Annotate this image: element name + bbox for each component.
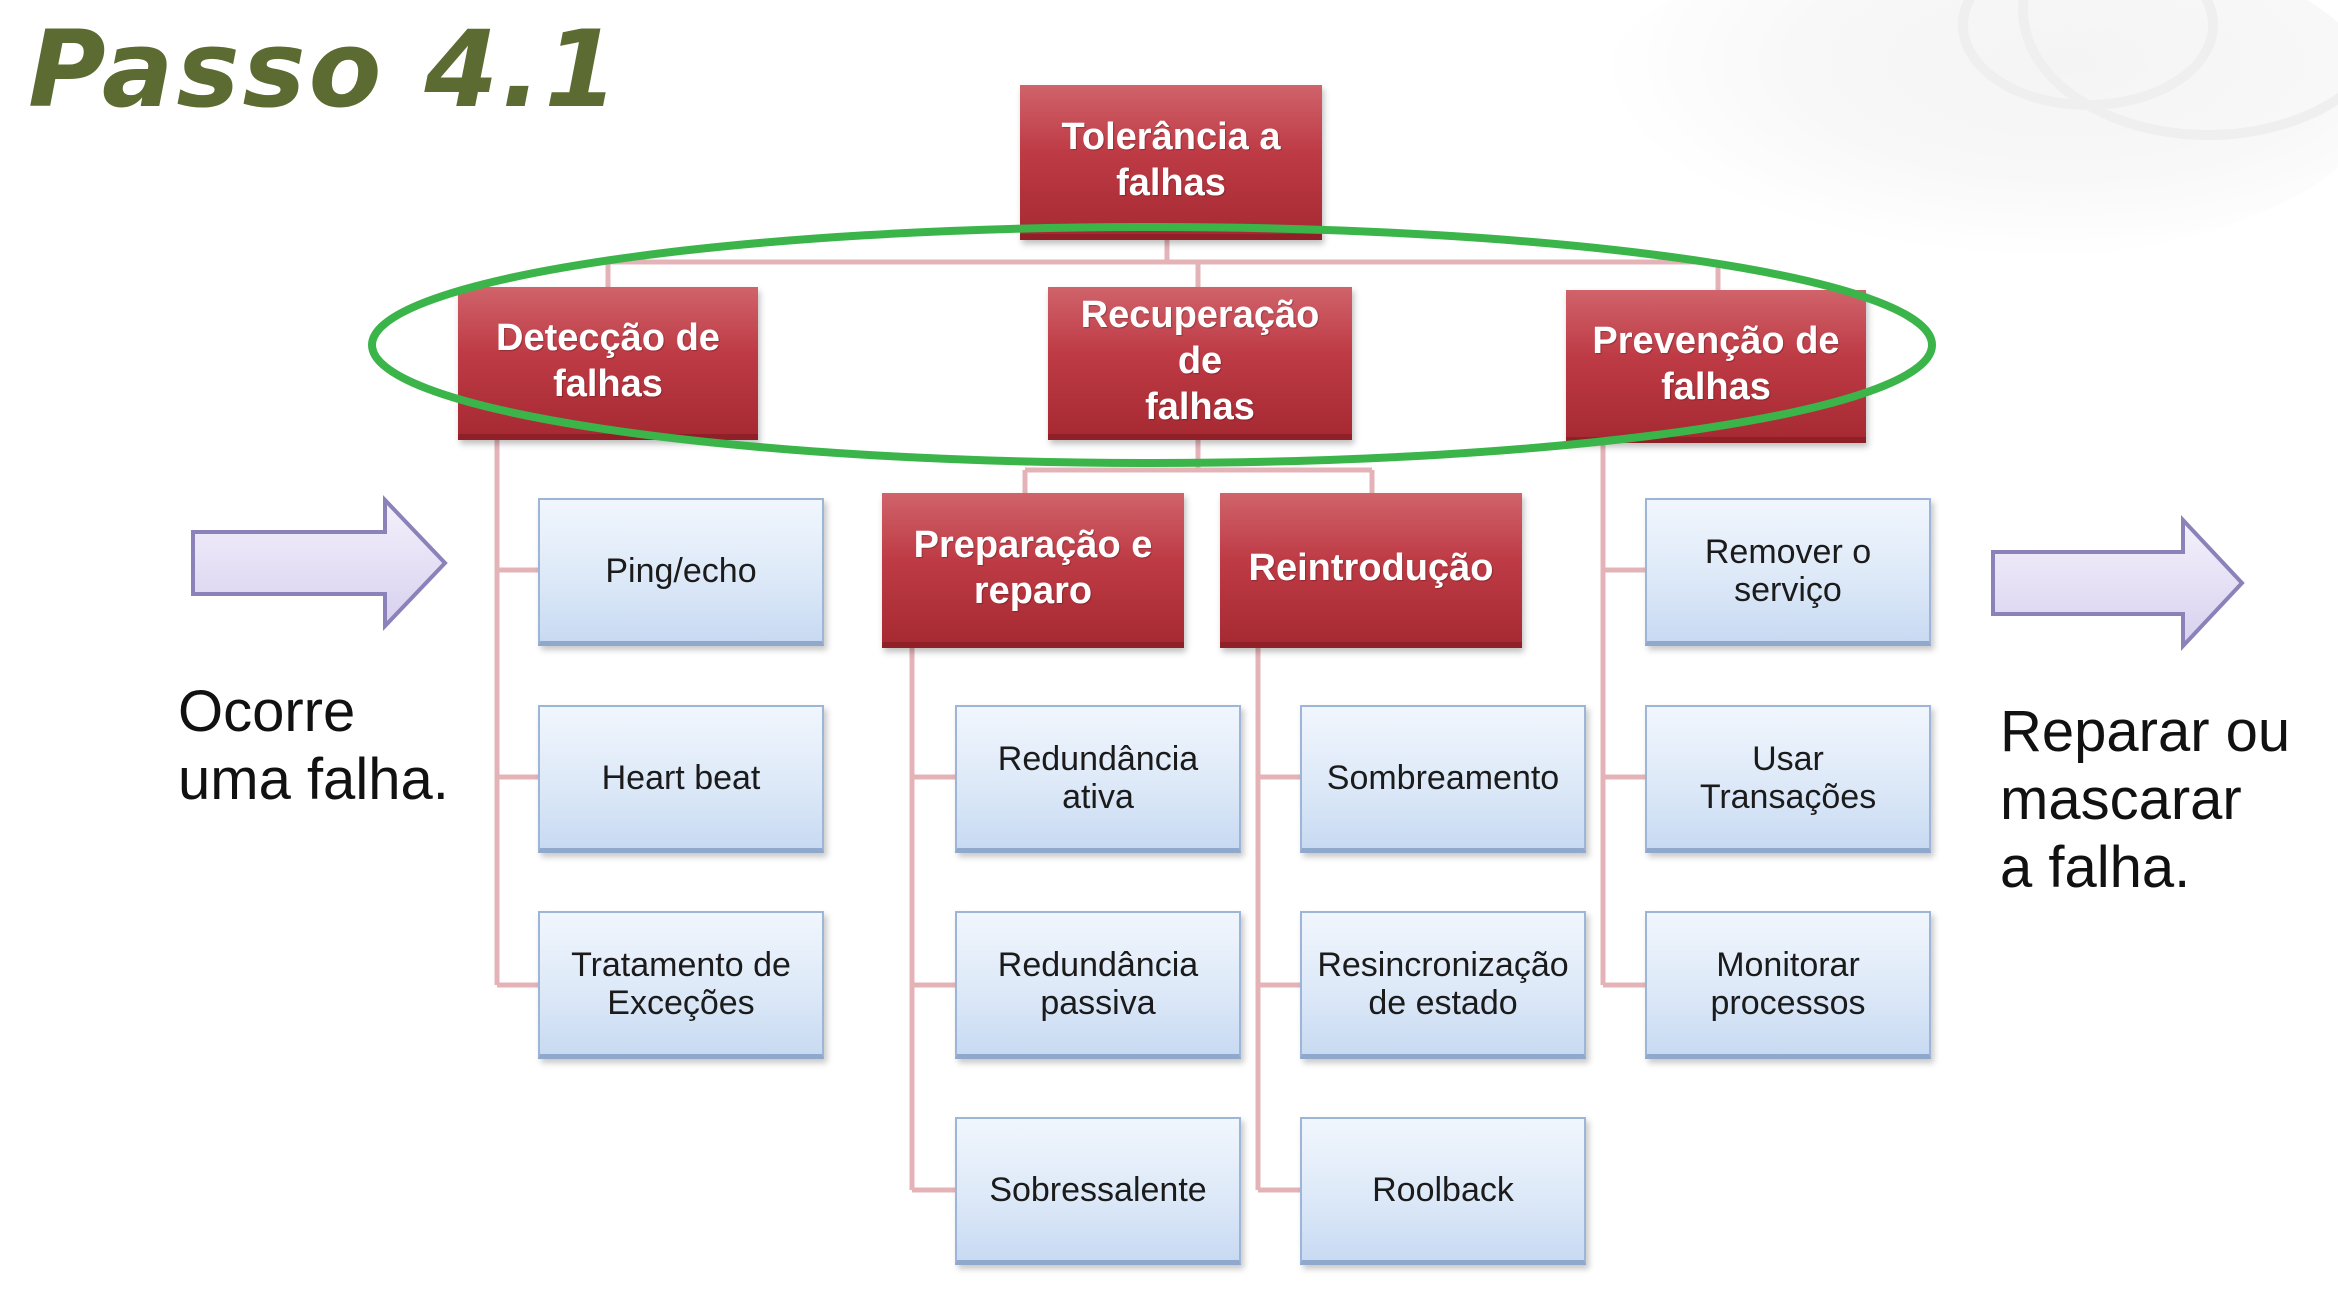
detection-node: Detecção de falhas — [458, 287, 758, 440]
recovery-node: Recuperação de falhas — [1048, 287, 1352, 440]
reintroduction-item: Sombreamento — [1300, 705, 1586, 853]
reintroduction-item: Resincronização de estado — [1300, 911, 1586, 1059]
arrow-right-icon — [1991, 514, 2245, 652]
prevention-item: Remover o serviço — [1645, 498, 1931, 646]
preparation-node: Preparação e reparo — [882, 493, 1184, 648]
reintroduction-item: Roolback — [1300, 1117, 1586, 1265]
arrow-right-icon — [191, 495, 448, 631]
prevention-item: Usar Transações — [1645, 705, 1931, 853]
root-node: Tolerância a falhas — [1020, 85, 1322, 240]
prevention-node: Prevenção de falhas — [1566, 290, 1866, 443]
slide-title: Passo 4.1 — [28, 8, 622, 131]
right-caption: Reparar ou mascarar a falha. — [2000, 699, 2291, 900]
left-caption: Ocorre uma falha. — [178, 679, 449, 812]
preparation-item: Sobressalente — [955, 1117, 1241, 1265]
detection-item: Heart beat — [538, 705, 824, 853]
preparation-item: Redundância passiva — [955, 911, 1241, 1059]
detection-item: Ping/echo — [538, 498, 824, 646]
prevention-item: Monitorar processos — [1645, 911, 1931, 1059]
detection-item: Tratamento de Exceções — [538, 911, 824, 1059]
reintroduction-node: Reintrodução — [1220, 493, 1522, 648]
preparation-item: Redundância ativa — [955, 705, 1241, 853]
